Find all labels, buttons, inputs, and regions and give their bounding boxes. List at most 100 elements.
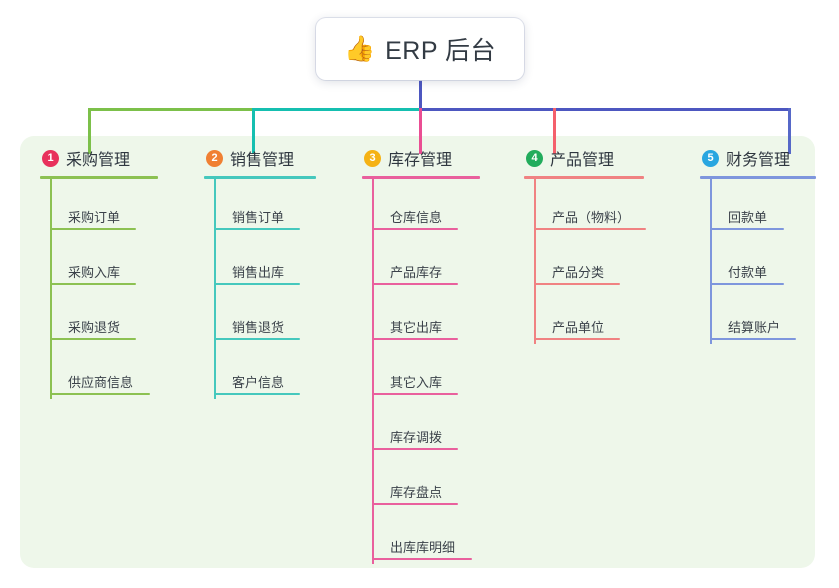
leaf-item-label: 产品（物料） [552, 210, 631, 225]
leaf-item[interactable]: 库存调拨 [362, 399, 480, 454]
leaf-item-label: 销售出库 [232, 265, 285, 280]
drop-line-col-2 [252, 108, 255, 154]
leaf-item-underline [214, 338, 300, 340]
bus-segment-indigo [420, 108, 791, 111]
leaf-item[interactable]: 客户信息 [204, 344, 316, 399]
branch-badge-3: 3 [364, 149, 381, 167]
leaf-item-label: 其它出库 [390, 320, 443, 335]
leaf-item-underline [50, 283, 136, 285]
leaf-item-underline [710, 283, 784, 285]
leaf-item-underline [534, 338, 620, 340]
leaf-item-label: 其它入库 [390, 375, 443, 390]
leaf-item[interactable]: 结算账户 [700, 289, 816, 344]
branch-trunk-5 [710, 179, 712, 344]
leaf-item[interactable]: 产品分类 [524, 234, 644, 289]
leaf-item[interactable]: 供应商信息 [40, 344, 158, 399]
branch-title-5: 财务管理 [726, 152, 791, 169]
leaf-item[interactable]: 采购退货 [40, 289, 158, 344]
leaf-item[interactable]: 销售退货 [204, 289, 316, 344]
leaf-item-label: 采购入库 [68, 265, 121, 280]
leaf-item-label: 库存盘点 [390, 485, 443, 500]
leaf-item-label: 产品库存 [390, 265, 443, 280]
leaf-item[interactable]: 付款单 [700, 234, 816, 289]
leaf-item-underline [50, 228, 136, 230]
leaf-item-label: 仓库信息 [390, 210, 443, 225]
drop-line-col-1 [88, 108, 91, 154]
leaf-item-label: 库存调拨 [390, 430, 443, 445]
leaf-item[interactable]: 采购入库 [40, 234, 158, 289]
leaf-item-underline [372, 283, 458, 285]
branch-title-2: 销售管理 [230, 152, 295, 169]
thumbs-up-icon: 👍 [343, 34, 376, 63]
leaf-item[interactable]: 其它入库 [362, 344, 480, 399]
leaf-item-underline [372, 558, 472, 560]
branch-items-2: 销售订单销售出库销售退货客户信息 [204, 179, 316, 399]
leaf-item-underline [50, 338, 136, 340]
root-title: ERP 后台 [385, 37, 497, 65]
branch-items-1: 采购订单采购入库采购退货供应商信息 [40, 179, 158, 399]
root-node[interactable]: 👍 ERP 后台 [316, 18, 524, 80]
branch-items-5: 回款单付款单结算账户 [700, 179, 816, 344]
leaf-item-label: 销售退货 [232, 320, 285, 335]
branch-underline-4 [524, 176, 644, 179]
drop-line-col-3 [419, 108, 422, 154]
leaf-item[interactable]: 仓库信息 [362, 179, 480, 234]
leaf-item[interactable]: 采购订单 [40, 179, 158, 234]
branch-trunk-2 [214, 179, 216, 399]
leaf-item[interactable]: 销售出库 [204, 234, 316, 289]
branch-header-1[interactable]: 1 采购管理 [40, 146, 158, 170]
leaf-item-underline [534, 228, 646, 230]
branch-header-3[interactable]: 3 库存管理 [362, 146, 480, 170]
leaf-item-label: 回款单 [728, 210, 768, 225]
root-stem-line [419, 80, 422, 110]
branch-badge-1: 1 [42, 149, 59, 167]
leaf-item-label: 产品分类 [552, 265, 605, 280]
branch-underline-2 [204, 176, 316, 179]
leaf-item-label: 出库库明细 [390, 540, 456, 555]
branch-trunk-4 [534, 179, 536, 344]
leaf-item-underline [710, 338, 796, 340]
leaf-item-underline [214, 393, 300, 395]
branch-underline-5 [700, 176, 816, 179]
leaf-item[interactable]: 产品（物料） [524, 179, 646, 234]
leaf-item[interactable]: 产品单位 [524, 289, 644, 344]
leaf-item-label: 供应商信息 [68, 375, 134, 390]
leaf-item-label: 采购订单 [68, 210, 121, 225]
bus-segment-teal [252, 108, 420, 111]
branch-badge-4: 4 [526, 149, 543, 167]
leaf-item[interactable]: 销售订单 [204, 179, 316, 234]
branch-items-4: 产品（物料） 产品分类产品单位 [524, 179, 646, 344]
leaf-item[interactable]: 其它出库 [362, 289, 480, 344]
leaf-item-underline [372, 448, 458, 450]
leaf-item-underline [214, 283, 300, 285]
branch-column-3: 3 库存管理仓库信息产品库存其它出库其它入库库存调拨库存盘点出库库明细 [362, 146, 480, 564]
branch-underline-1 [40, 176, 158, 179]
leaf-item-underline [372, 338, 458, 340]
leaf-item-label: 采购退货 [68, 320, 121, 335]
branch-trunk-1 [50, 179, 52, 399]
leaf-item-underline [534, 283, 620, 285]
branch-items-3: 仓库信息产品库存其它出库其它入库库存调拨库存盘点出库库明细 [362, 179, 480, 564]
drop-line-col-5 [788, 108, 791, 154]
leaf-item-underline [50, 393, 150, 395]
leaf-item-underline [372, 503, 458, 505]
leaf-item-label: 产品单位 [552, 320, 605, 335]
leaf-item[interactable]: 库存盘点 [362, 454, 480, 509]
leaf-item-label: 付款单 [728, 265, 768, 280]
leaf-item[interactable]: 出库库明细 [362, 509, 480, 564]
leaf-item-label: 销售订单 [232, 210, 285, 225]
branch-title-1: 采购管理 [66, 152, 131, 169]
branch-column-1: 1 采购管理采购订单采购入库采购退货供应商信息 [40, 146, 158, 399]
leaf-item[interactable]: 产品库存 [362, 234, 480, 289]
leaf-item-underline [214, 228, 300, 230]
branch-title-3: 库存管理 [388, 152, 453, 169]
leaf-item[interactable]: 回款单 [700, 179, 816, 234]
leaf-item-underline [710, 228, 784, 230]
